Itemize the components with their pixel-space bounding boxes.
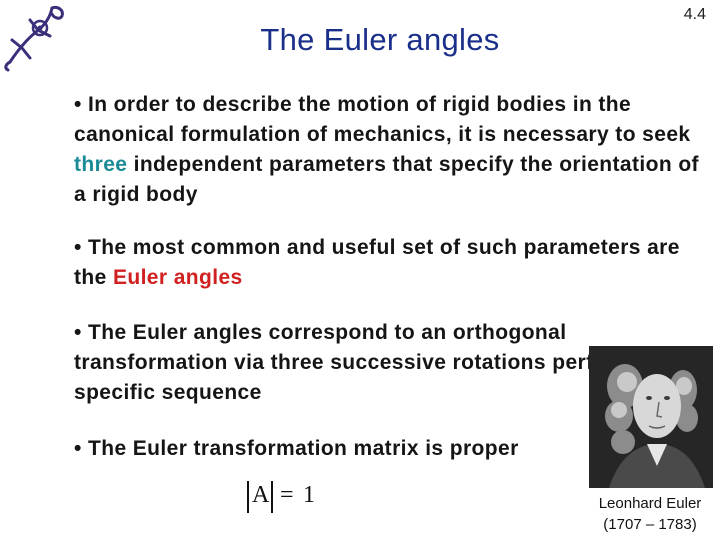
- determinant-bar-left: [247, 481, 249, 513]
- highlight-three: three: [74, 153, 128, 176]
- slide-number: 4.4: [683, 6, 706, 23]
- bullet-point: • The Euler angles correspond to an orth…: [74, 321, 704, 404]
- highlight-euler-angles: Euler angles: [112, 266, 243, 289]
- caption-years: (1707 – 1783): [603, 516, 697, 533]
- bullet-point: • In order to describe the motion of rig…: [74, 90, 714, 210]
- euler-portrait-image: [589, 346, 713, 488]
- matrix-symbol: A: [252, 482, 270, 508]
- determinant-formula: A = 1: [245, 478, 335, 518]
- portrait-caption: Leonhard Euler (1707 – 1783): [575, 493, 720, 535]
- bullet-point: • The Euler transformation matrix is pro…: [74, 437, 519, 460]
- lizard-logo-icon: [4, 6, 64, 72]
- bullet-point: • The most common and useful set of such…: [74, 233, 714, 293]
- bullet-text: independent parameters that specify the …: [74, 153, 699, 206]
- bullet-text: • In order to describe the motion of rig…: [74, 93, 691, 146]
- slide-title: The Euler angles: [260, 22, 500, 57]
- caption-name: Leonhard Euler: [598, 495, 702, 512]
- determinant-value: 1: [303, 482, 315, 508]
- determinant-bar-right: [271, 481, 273, 513]
- bullet-text: • The most common and useful set of such…: [74, 236, 680, 289]
- equals-sign: =: [280, 482, 294, 508]
